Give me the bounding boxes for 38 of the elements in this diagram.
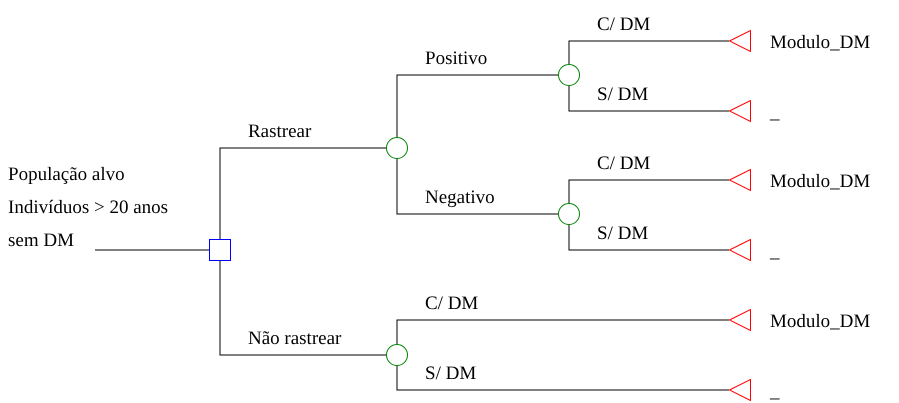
population-text: População alvo Indivíduos > 20 anos sem DM [8,158,200,257]
branch-line [396,366,730,390]
edge-label: S/ DM [597,85,648,104]
edge-label: C/ DM [597,15,650,34]
decision-square [209,239,231,261]
chance-circle [558,203,580,225]
edge-label: Negativo [425,188,495,207]
branch-line [568,180,730,204]
chance-circle [386,344,408,366]
branch-line [568,224,730,250]
branch-line [396,74,558,138]
terminal-label: _ [770,382,780,401]
terminal-triangle [729,169,751,191]
branch-line [396,158,558,214]
terminal-triangle [729,100,751,122]
terminal-triangle [729,309,751,331]
branch-line [220,260,386,356]
terminal-triangle [729,379,751,401]
edge-label: C/ DM [425,294,478,313]
branch-line [568,86,730,112]
edge-label: Positivo [425,49,488,68]
terminal-label: _ [770,242,780,261]
branch-line [396,320,730,344]
terminal-triangle [729,30,751,52]
edge-label: Rastrear [248,122,312,141]
edge-label: Não rastrear [248,329,342,348]
terminal-label: Modulo_DM [770,33,870,52]
terminal-label: Modulo_DM [770,312,870,331]
branch-line [220,148,386,240]
edge-label: C/ DM [597,154,650,173]
chance-circle [558,64,580,86]
edge-label: S/ DM [597,224,648,243]
chance-circle [386,137,408,159]
terminal-label: _ [770,103,780,122]
terminal-label: Modulo_DM [770,172,870,191]
branch-line [568,40,730,64]
edge-label: S/ DM [425,364,476,383]
terminal-triangle [729,239,751,261]
